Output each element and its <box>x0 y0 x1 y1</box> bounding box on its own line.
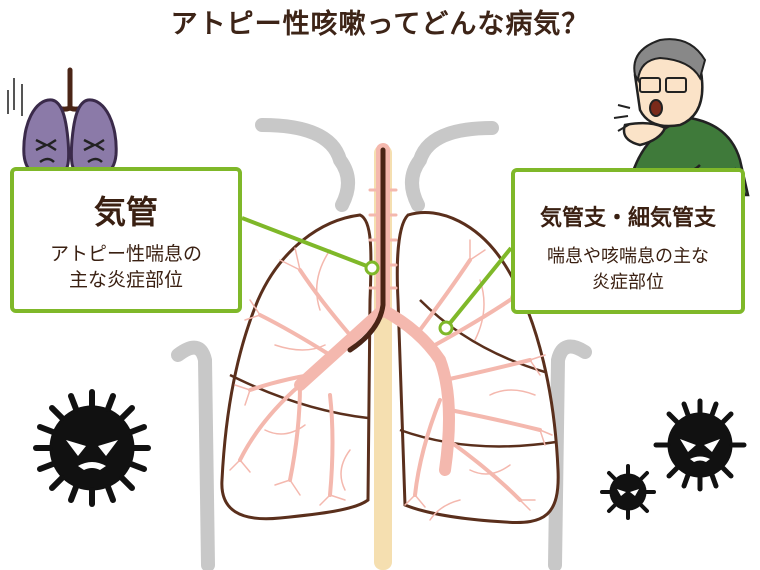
trachea-callout-title: 気管 <box>93 193 158 231</box>
page-title: アトピー性咳嗽ってどんな病気？ <box>170 9 590 40</box>
bronchi-callout-desc-line2: 炎症部位 <box>592 272 664 293</box>
trachea-callout-desc-line2: 主な炎症部位 <box>68 269 183 291</box>
trachea-callout: 気管 アトピー性喘息の 主な炎症部位 <box>10 167 242 313</box>
virus-icon <box>33 389 747 520</box>
bronchi-callout-title: 気管支・細気管支 <box>539 206 716 231</box>
bronchi-callout-desc-line1: 喘息や咳喘息の主な <box>547 246 709 267</box>
bronchi-callout: 気管支・細気管支 喘息や咳喘息の主な 炎症部位 <box>511 168 745 314</box>
callout-connectors <box>241 216 513 336</box>
trachea-callout-desc-line1: アトピー性喘息の <box>49 243 202 265</box>
trachea <box>347 147 386 353</box>
trachea-callout-desc: アトピー性喘息の 主な炎症部位 <box>14 241 238 293</box>
bronchi-callout-desc: 喘息や咳喘息の主な 炎症部位 <box>515 244 741 296</box>
sad-lungs-icon <box>7 67 118 179</box>
ribcage <box>171 118 592 570</box>
